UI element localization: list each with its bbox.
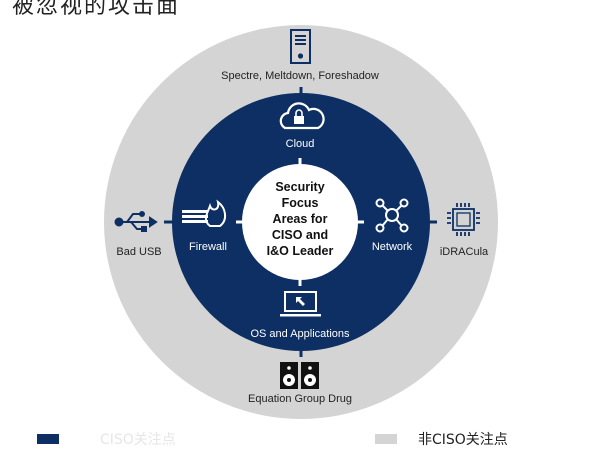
center-line: I&O Leader <box>267 244 334 258</box>
bad-usb-label: Bad USB <box>116 246 161 258</box>
spectre-label: Spectre, Meltdown, Foreshadow <box>221 70 379 82</box>
network-label: Network <box>372 241 413 253</box>
center-title: Security Focus Areas for CISO and I&O Le… <box>267 180 334 258</box>
center-line: Focus <box>282 196 319 210</box>
network-icon <box>375 198 409 233</box>
legend-swatch-focus <box>37 434 59 444</box>
cloud-lock-icon <box>279 102 325 130</box>
idracula-label: iDRACula <box>440 246 489 258</box>
equation-group-label: Equation Group Drug <box>248 393 352 405</box>
center-line: Areas for <box>273 212 328 226</box>
legend-swatch-non-focus <box>375 434 397 444</box>
center-line: CISO and <box>272 228 328 242</box>
attack-surface-diagram: Security Focus Areas for CISO and I&O Le… <box>104 25 498 419</box>
legend-label-focus: CISO关注点 <box>100 432 176 448</box>
page-title: 被忽视的攻击面 <box>12 0 181 19</box>
connector-ticks <box>164 87 437 357</box>
legend-label-non-focus: 非CISO关注点 <box>418 432 508 448</box>
server-icon <box>290 29 311 64</box>
center-circle <box>242 164 358 280</box>
cloud-label: Cloud <box>286 138 315 150</box>
speaker-icon <box>280 362 319 389</box>
center-line: Security <box>275 180 324 194</box>
firewall-icon <box>182 199 226 227</box>
firewall-label: Firewall <box>189 241 227 253</box>
chip-icon <box>447 203 480 236</box>
os-apps-label: OS and Applications <box>250 328 350 340</box>
usb-icon <box>114 211 158 232</box>
laptop-icon <box>280 291 321 317</box>
